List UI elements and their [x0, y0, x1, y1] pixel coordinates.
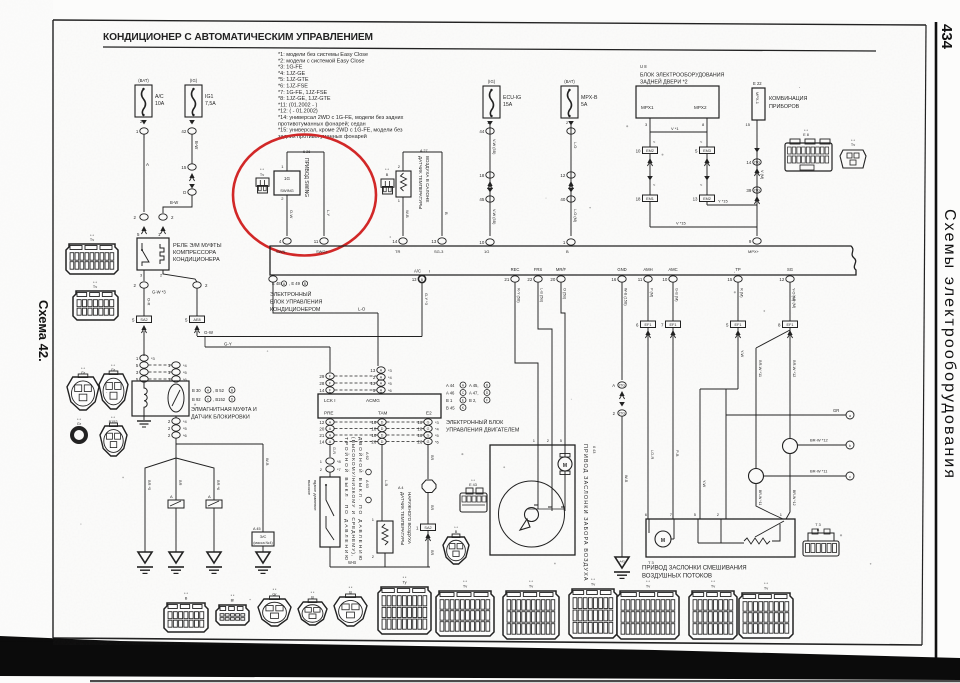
svg-text:Схема 42.: Схема 42. [36, 300, 51, 362]
svg-text:Схемы электрооборудования: Схемы электрооборудования [941, 209, 958, 480]
svg-text:434: 434 [938, 24, 955, 50]
